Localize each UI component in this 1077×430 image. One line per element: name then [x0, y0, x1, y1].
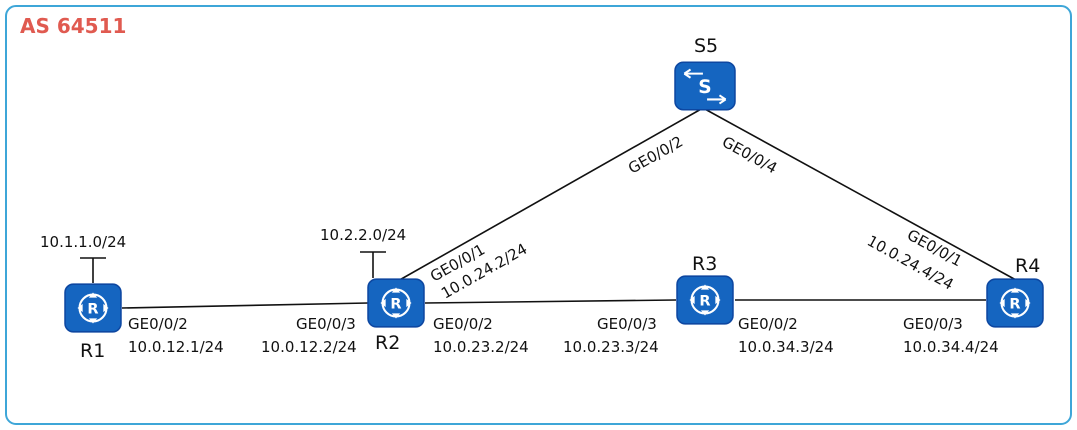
r3-interface-ge0-0-2: GE0/0/2 — [738, 315, 798, 333]
device-name-s5: S5 — [694, 35, 718, 57]
link-r1-r2 — [121, 302, 369, 309]
r2-ip-10-0-23-2: 10.0.23.2/24 — [433, 338, 529, 356]
r2-interface-ge0-0-2: GE0/0/2 — [433, 315, 493, 333]
r1-interface-ge0-0-2: GE0/0/2 — [128, 315, 188, 333]
r4-ip-10-0-34-4: 10.0.34.4/24 — [903, 338, 999, 356]
device-name-r2: R2 — [375, 332, 400, 354]
r3-ip-10-0-23-3: 10.0.23.3/24 — [563, 338, 659, 356]
router-icon-r1[interactable] — [64, 283, 122, 333]
link-r4-s5 — [702, 107, 1017, 281]
network-label-r2: 10.2.2.0/24 — [320, 226, 406, 244]
router-icon-r3[interactable] — [676, 275, 734, 325]
router-icon-r2[interactable] — [367, 278, 425, 328]
switch-icon-s5[interactable] — [674, 61, 736, 111]
r4-interface-ge0-0-3: GE0/0/3 — [903, 315, 963, 333]
r1-ip-10-0-12-1: 10.0.12.1/24 — [128, 338, 224, 356]
as-label: AS 64511 — [20, 14, 126, 38]
link-r2-r3 — [424, 299, 677, 304]
device-name-r1: R1 — [80, 340, 105, 362]
r3-ip-10-0-34-3: 10.0.34.3/24 — [738, 338, 834, 356]
r2-ip-10-0-12-2: 10.0.12.2/24 — [261, 338, 357, 356]
device-name-r3: R3 — [692, 253, 717, 275]
link-r2-s5 — [395, 107, 704, 283]
r3-interface-ge0-0-3: GE0/0/3 — [597, 315, 657, 333]
network-label-r1: 10.1.1.0/24 — [40, 233, 126, 251]
as-boundary-frame — [5, 5, 1072, 425]
r2-interface-ge0-0-3: GE0/0/3 — [296, 315, 356, 333]
device-name-r4: R4 — [1015, 255, 1040, 277]
router-icon-r4[interactable] — [986, 278, 1044, 328]
